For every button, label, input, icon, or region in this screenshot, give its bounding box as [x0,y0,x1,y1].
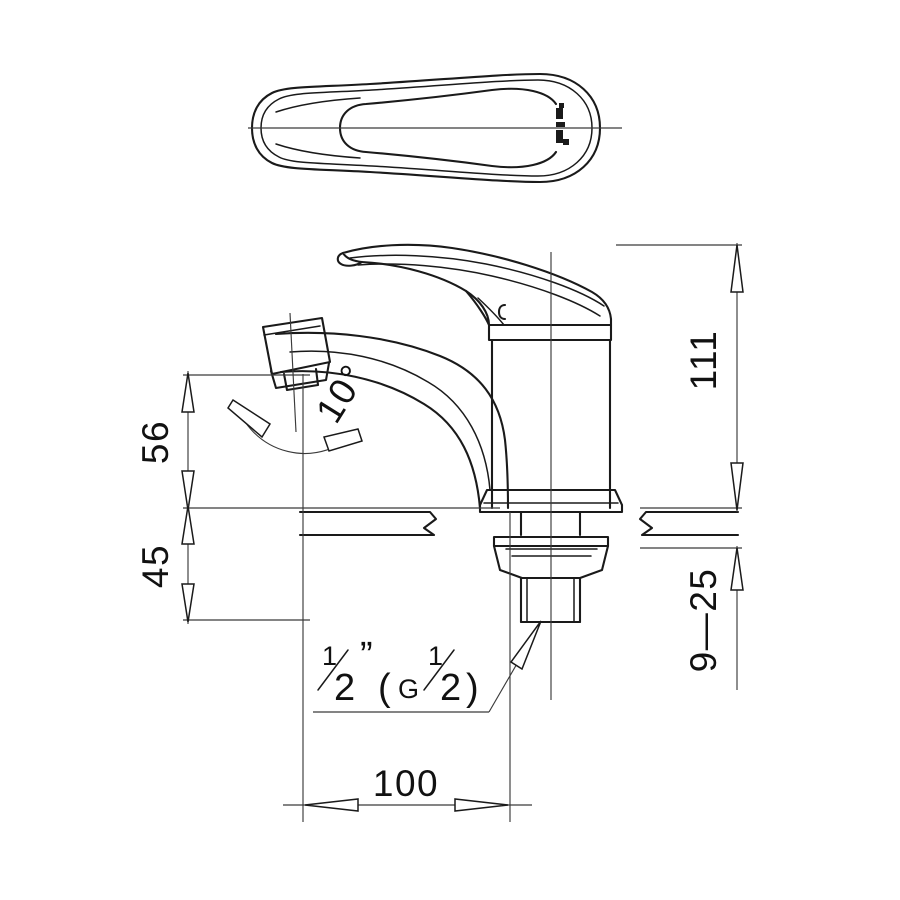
thread-standard-letter: G [398,674,419,704]
dimension-label-45: 45 [135,544,176,588]
thread-open-paren: ( [378,667,391,709]
dimension-group-bottom: 100 [283,374,532,822]
front-view-faucet [261,243,740,700]
dimension-label-9-25: 9—25 [683,568,724,673]
dimension-label-100: 100 [373,763,439,804]
countertop [298,510,740,537]
thread-denominator-a: 2 [334,667,355,709]
dimension-group-right: 111 9—25 [616,243,744,690]
thread-numerator-b: 1 [428,641,443,671]
dimension-label-56: 56 [135,420,176,464]
thread-note: 1 2 ” ( G 1 2 ) [313,620,542,713]
dimension-label-111: 111 [683,330,724,391]
inlet-shank [519,576,582,624]
thread-close-paren: ) [466,667,479,709]
angle-label: 10° [308,357,375,430]
handle-logo-icon [556,103,569,145]
thread-denominator-b: 2 [440,667,461,709]
top-view-handle [248,72,622,184]
dimension-group-left: 56 45 [135,371,500,624]
angle-annotation-10deg: 10° [227,357,375,455]
thread-numerator-a: 1 [322,641,337,671]
aerator-head [261,316,332,392]
thread-inch-mark: ” [360,635,373,677]
